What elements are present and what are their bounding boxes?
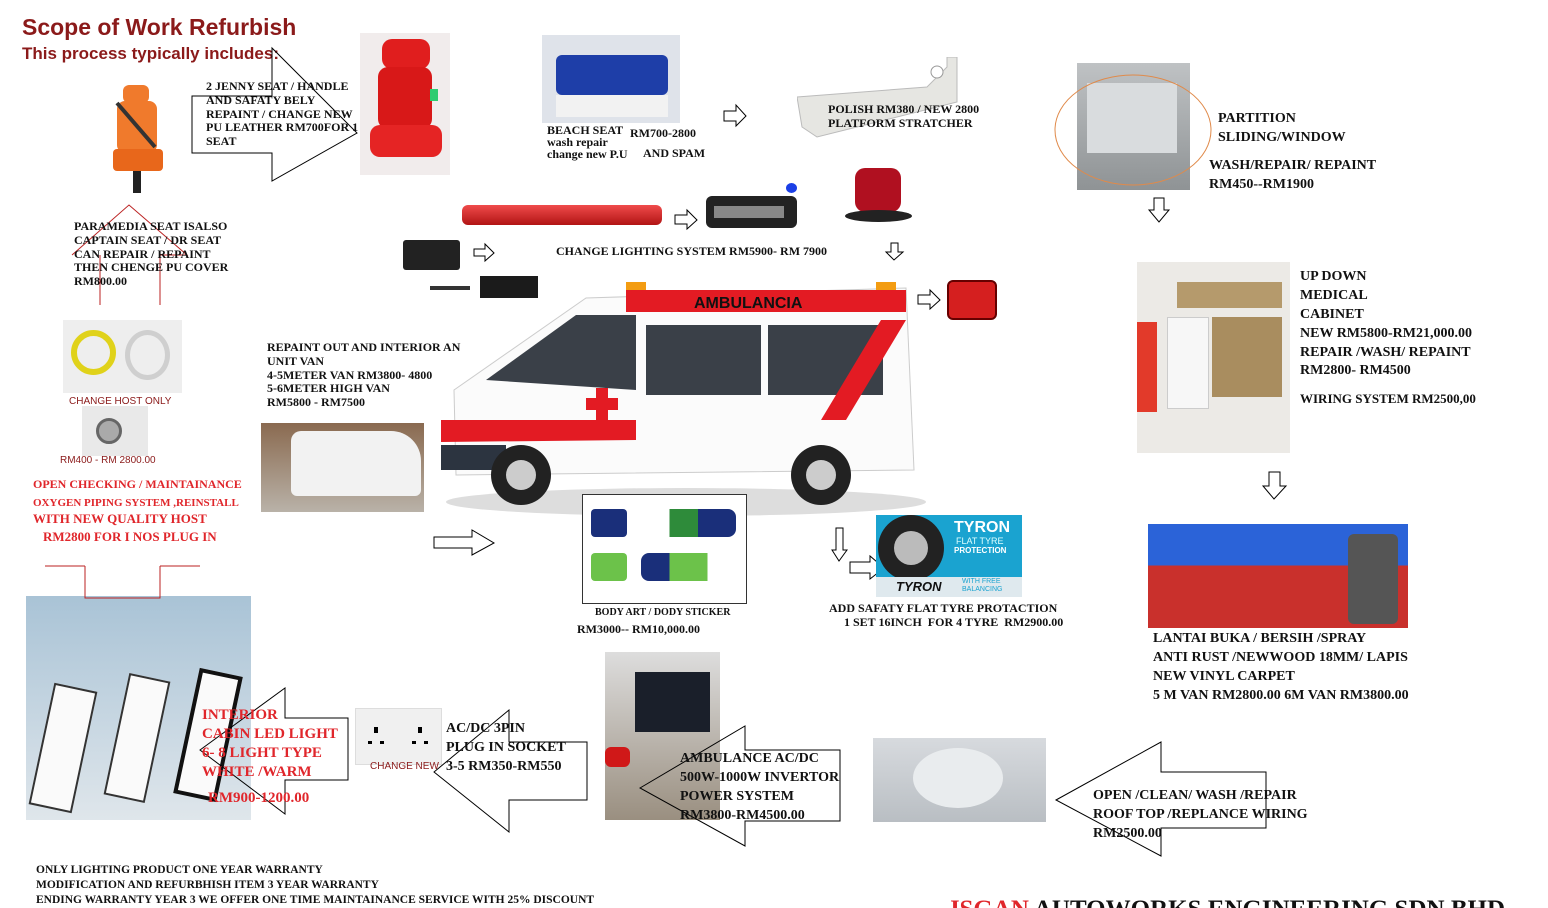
company-prefix: JSGAN: [947, 896, 1029, 908]
warranty-line-1: ONLY LIGHTING PRODUCT ONE YEAR WARRANTY: [36, 864, 323, 876]
down-arrow-small: [1147, 197, 1171, 223]
partition-price: WASH/REPAIR/ REPAINT RM450--RM1900: [1209, 158, 1377, 192]
beacon-light-image: [845, 168, 912, 225]
partition-title: PARTITION SLIDING/WINDOW: [1218, 111, 1346, 145]
socket-text: AC/DC 3PIN PLUG IN SOCKET 3-5 RM350-RM55…: [446, 721, 566, 774]
stretcher-platform-image: [797, 57, 997, 140]
beach-seat-extra: AND SPAM: [643, 146, 706, 160]
right-arrow-small: [674, 208, 698, 231]
page-title: Scope of Work Refurbish: [22, 14, 297, 40]
paramedic-seat-text: PARAMEDIA SEAT ISALSO CAPTAIN SEAT / DR …: [74, 219, 229, 289]
roof-top-image: [873, 738, 1046, 822]
right-arrow-small: [917, 288, 941, 311]
light-bar-image: [462, 205, 662, 232]
inverter-image: [605, 652, 720, 820]
led-light-text: INTERIOR CABIN LED LIGHT 6- 8 LIGHT TYPE…: [202, 707, 338, 781]
siren-controller-image: [430, 258, 540, 300]
flat-tyre-text: ADD SAFATY FLAT TYRE PROTACTION 1 SET 16…: [829, 601, 1064, 629]
left-arrow-outline: [1054, 741, 1267, 857]
body-art-price: RM3000-- RM10,000.00: [577, 622, 700, 636]
right-arrow-small: [473, 242, 495, 263]
right-arrow-small: [723, 103, 747, 128]
oxygen-hose-image: [63, 320, 182, 393]
beach-seat-price: RM700-2800: [630, 126, 696, 140]
down-arrow-small: [831, 527, 848, 562]
led-strobe-image: [706, 196, 797, 228]
jenny-seat-text: 2 JENNY SEAT / HANDLE AND SAFATY BELY RE…: [206, 79, 359, 149]
floor-text: LANTAI BUKA / BERSIH /SPRAY ANTI RUST /N…: [1153, 631, 1409, 703]
hose-price: RM400 - RM 2800.00: [60, 455, 156, 466]
beach-seat-text: BEACH SEAT wash repair change new P.U: [547, 123, 628, 161]
tyron-logo-text: TYRON: [896, 579, 942, 594]
left-arrow-outline: [638, 725, 841, 847]
down-arrow-outline: [45, 565, 200, 599]
warranty-line-2: MODIFICATION AND REFURBHISH ITEM 3 YEAR …: [36, 879, 379, 891]
wiring-system-text: WIRING SYSTEM RM2500,00: [1300, 391, 1476, 406]
oxygen-outlet-image: [82, 406, 148, 456]
red-jenny-seat-image: [360, 33, 450, 175]
led-light-image: [26, 596, 251, 820]
tyron-flat-tyre-image: TYRON FLAT TYRE PROTECTION TYRON WITH FR…: [876, 515, 1022, 597]
left-arrow-outline: [433, 708, 588, 834]
company-rest: AUTOWORKS ENGINEERING SDN BHD: [1029, 896, 1505, 908]
tyron-sub-2: PROTECTION: [954, 546, 1007, 555]
body-art-title: BODY ART / DODY STICKER: [595, 607, 731, 618]
right-arrow-outline: [433, 529, 496, 556]
down-arrow-small: [1261, 471, 1288, 500]
siren-speaker-image: [403, 240, 460, 270]
tyron-balancing: WITH FREE BALANCING: [962, 578, 1003, 593]
led-light-price: RM900-1200.00: [208, 790, 310, 806]
partition-image: [1077, 63, 1190, 190]
oxygen-text-1: OPEN CHECKING / MAINTAINANCE: [33, 477, 242, 491]
oxygen-text-4: RM2800 FOR I NOS PLUG IN: [43, 529, 217, 544]
warranty-line-3: ENDING WARRANTY YEAR 3 WE OFFER ONE TIME…: [36, 894, 595, 906]
ambulance-label: AMBULANCIA: [694, 295, 803, 312]
tyron-sub-1: FLAT TYRE: [956, 536, 1004, 546]
orange-seat-image: [105, 85, 170, 195]
tyron-brand-text: TYRON: [954, 519, 1010, 536]
socket-image: [355, 708, 442, 765]
ambulance-van-illustration: AMBULANCIA: [441, 282, 926, 516]
body-sticker-image: [582, 494, 747, 604]
oxygen-text-3: WITH NEW QUALITY HOST: [33, 511, 207, 526]
red-warning-light-image: [947, 280, 997, 320]
medical-cabinet-image: [1137, 262, 1290, 453]
highlight-circle: [1054, 74, 1212, 186]
stretcher-text: POLISH RM380 / NEW 2800 PLATFORM STRATCH…: [828, 102, 980, 130]
roof-text: OPEN /CLEAN/ WASH /REPAIR ROOF TOP /REPL…: [1093, 788, 1308, 841]
beach-seat-image: [542, 35, 680, 123]
down-arrow-small: [884, 242, 905, 261]
oxygen-text-2: OXYGEN PIPING SYSTEM ,REINSTALL: [33, 497, 239, 509]
medical-cabinet-text: UP DOWN MEDICAL CABINET NEW RM5800-RM21,…: [1300, 269, 1473, 379]
left-arrow-outline: [199, 687, 349, 816]
floor-carpet-image: [1148, 524, 1408, 628]
blue-dot-icon: [786, 183, 797, 193]
lighting-system-text: CHANGE LIGHTING SYSTEM RM5900- RM 7900: [556, 244, 828, 258]
change-hose-label: CHANGE HOST ONLY: [69, 396, 172, 407]
van-repaint-image: [261, 423, 424, 512]
page-subtitle: This process typically includes:: [22, 44, 279, 63]
right-arrow-outline: [191, 46, 358, 182]
socket-change-label: CHANGE NEW: [370, 761, 439, 772]
company-name: JSGAN AUTOWORKS ENGINEERING SDN BHD: [922, 868, 1505, 908]
repaint-text: REPAINT OUT AND INTERIOR AN UNIT VAN 4-5…: [267, 340, 461, 410]
up-arrow-outline: [71, 204, 189, 305]
inverter-text: AMBULANCE AC/DC 500W-1000W INVERTOR POWE…: [680, 751, 840, 823]
